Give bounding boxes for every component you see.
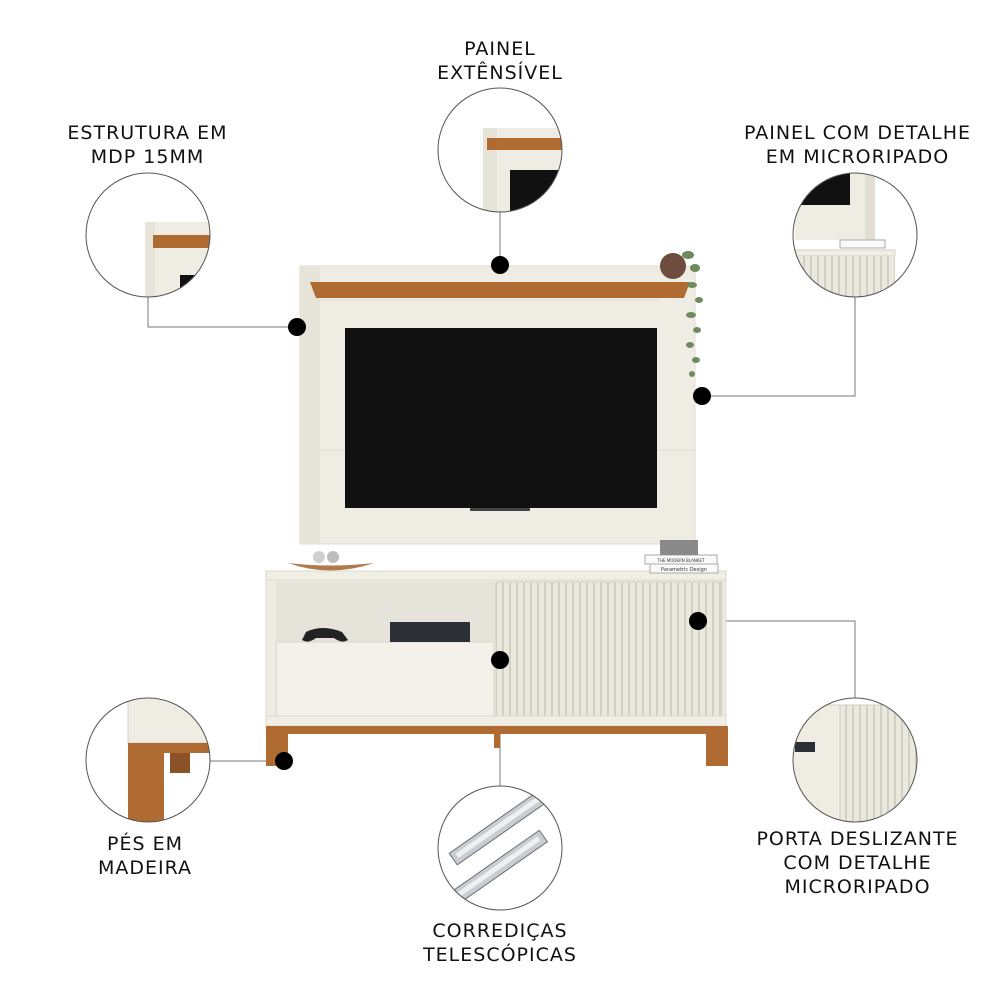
callout-dots [275,256,711,770]
label-painel-microripado: PAINEL COM DETALHE EM MICRORIPADO [744,122,971,168]
book-top-text: THE MODERN BLANKET [657,558,705,563]
detail-painel-microripado [792,172,918,298]
label-estrutura: ESTRUTURA EM MDP 15MM [67,122,228,168]
tv-screen [345,328,657,508]
detail-painel-extensivel [437,87,563,213]
label-pes: PÉS EM MADEIRA [97,833,193,879]
detail-porta [792,697,918,823]
detail-estrutura [85,172,211,298]
label-painel-extensivel: PAINEL EXTÊNSÍVEL [437,38,563,84]
label-porta: PORTA DESLIZANTE COM DETALHE MICRORIPADO [756,828,959,898]
detail-corredicas [437,785,563,911]
game-controller [302,628,348,642]
wood-legs [266,726,728,766]
tv-cabinet [265,570,727,727]
wood-shelf [310,282,690,298]
label-corredicas: CORREDIÇAS TELESCÓPICAS [423,920,577,966]
book-bottom-text: Parametric Design [661,567,707,573]
game-console [390,622,470,642]
hanging-plant [682,251,703,377]
sliding-door [495,581,723,717]
decor-bowl [288,563,374,571]
vase [660,253,686,279]
detail-pes [85,697,211,823]
